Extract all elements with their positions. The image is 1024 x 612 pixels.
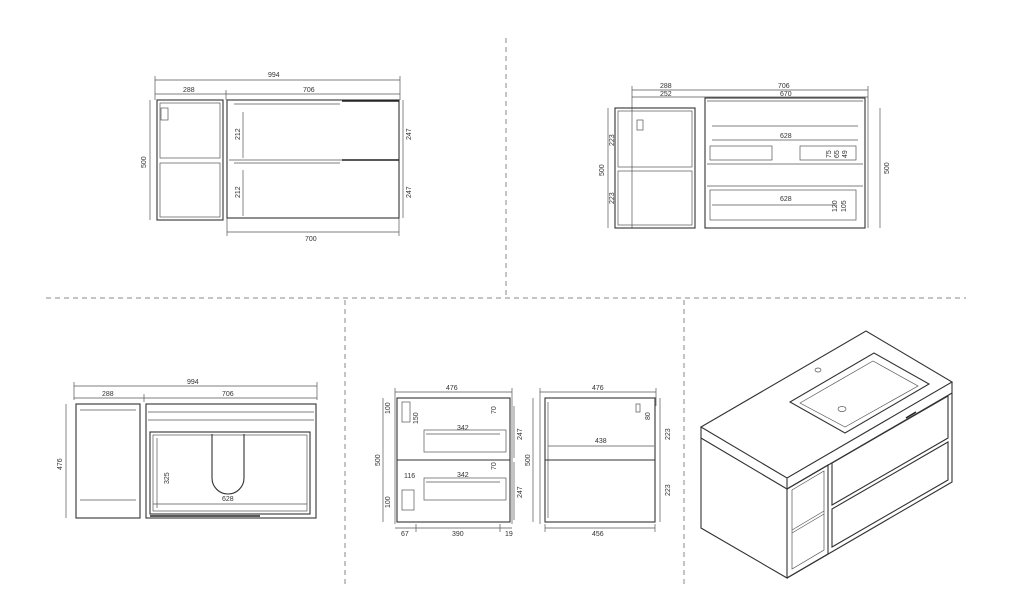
front-height: 500	[141, 156, 148, 168]
side-a-upper-right: 70	[491, 406, 498, 414]
side-a-lower-width: 342	[457, 472, 469, 479]
side-a-bottom-b: 390	[452, 531, 464, 538]
top-right-width: 706	[222, 391, 234, 398]
back-height-right: 500	[884, 162, 891, 174]
top-depth: 476	[57, 458, 64, 470]
top-view: 994 288 706 476 325 628	[57, 379, 318, 519]
front-right-upper: 247	[406, 128, 413, 140]
side-b-width: 476	[592, 385, 604, 392]
side-a-upper-mid: 150	[413, 412, 420, 424]
back-left-inner: 252	[660, 91, 672, 98]
back-shelf-upper: 223	[609, 134, 616, 146]
front-total-width: 994	[268, 72, 280, 79]
back-small-120: 120	[832, 200, 839, 212]
top-left-width: 288	[102, 391, 114, 398]
top-inner-width: 628	[222, 496, 234, 503]
side-a-upper-left: 100	[385, 402, 392, 414]
side-a-right-lower: 247	[517, 486, 524, 498]
back-inner-bottom: 628	[780, 196, 792, 203]
back-view: 288 706 252 670 500 223 223 628 75 65 49…	[599, 83, 891, 229]
back-small-75: 75	[826, 150, 833, 158]
back-right-width: 706	[778, 83, 790, 90]
side-view-a: 476 500 100 150 342 70 247 116 342 70 24…	[375, 385, 524, 538]
back-small-65: 65	[834, 150, 841, 158]
side-a-lower-left: 116	[404, 473, 415, 480]
back-shelf-lower: 223	[609, 192, 616, 204]
front-drawer-lower: 212	[235, 186, 242, 198]
top-total-width: 994	[187, 379, 199, 386]
front-right-width: 706	[303, 87, 315, 94]
side-a-upper-width: 342	[457, 425, 469, 432]
back-right-inner: 670	[780, 91, 792, 98]
top-inner-depth: 325	[164, 472, 171, 484]
back-small-49: 49	[842, 150, 849, 158]
back-inner-top: 628	[780, 133, 792, 140]
front-left-width: 288	[183, 87, 195, 94]
front-bottom-width: 700	[305, 236, 317, 243]
side-b-height: 500	[525, 454, 532, 466]
side-b-bottom-width: 456	[592, 531, 604, 538]
front-drawer-upper: 212	[235, 128, 242, 140]
side-b-right-lower: 223	[665, 484, 672, 496]
side-b-right-upper: 223	[665, 428, 672, 440]
back-height-left: 500	[599, 164, 606, 176]
side-view-b: 476 500 80 438 223 223 456	[525, 385, 672, 538]
side-a-width: 476	[446, 385, 458, 392]
back-small-105: 105	[841, 200, 848, 212]
front-right-lower: 247	[406, 186, 413, 198]
side-b-top-right: 80	[645, 412, 652, 420]
isometric-view	[699, 330, 954, 579]
side-a-bottom-c: 19	[505, 531, 513, 538]
side-a-right-upper: 247	[517, 428, 524, 440]
side-a-bottom-a: 67	[401, 531, 409, 538]
side-a-bottom-left-h: 100	[385, 496, 392, 508]
side-a-lower-right: 70	[491, 462, 498, 470]
sheet-dividers	[46, 38, 966, 588]
front-view: 994 288 706 500 212 212 247 247 700	[141, 72, 413, 243]
side-b-inner-width: 438	[595, 438, 607, 445]
back-left-width: 288	[660, 83, 672, 90]
side-a-height: 500	[375, 454, 382, 466]
